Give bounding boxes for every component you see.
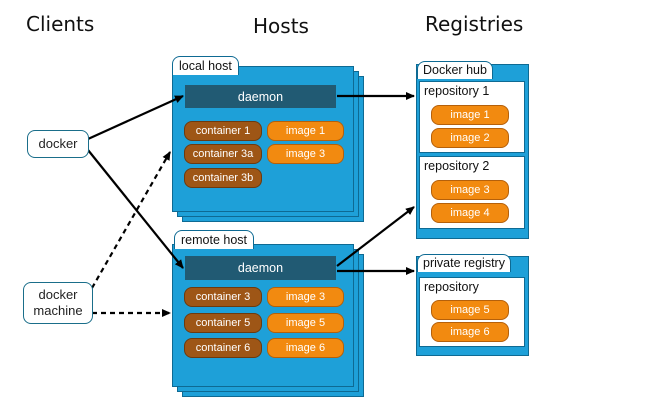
- private-repo-image-6: image 6: [431, 322, 509, 342]
- local-image-1: image 1: [267, 121, 344, 141]
- remote-image-3: image 3: [267, 287, 344, 307]
- docker-machine-label-line2: machine: [33, 303, 83, 318]
- docker-client-label: docker: [38, 136, 78, 151]
- local-container-3b: container 3b: [184, 168, 262, 188]
- local-daemon: daemon: [185, 85, 336, 108]
- hub-repo1-image-1: image 1: [431, 105, 509, 125]
- docker-hub-label: Docker hub: [417, 61, 493, 79]
- docker-client: docker: [27, 130, 89, 158]
- remote-host-label: remote host: [174, 230, 255, 249]
- remote-container-5: container 5: [184, 313, 262, 333]
- docker-machine-label-line1: docker: [38, 287, 78, 302]
- hub-repo2-image-4: image 4: [431, 203, 509, 223]
- local-container-1: container 1: [184, 121, 262, 141]
- remote-container-6: container 6: [184, 338, 262, 358]
- remote-daemon: daemon: [185, 256, 336, 280]
- hub-repo2-image-3: image 3: [431, 180, 509, 200]
- docker-to-remote-daemon-arrow: [87, 149, 184, 269]
- local-host-label: local host: [172, 56, 239, 75]
- private-repository-label: repository: [424, 280, 479, 294]
- hosts-heading: Hosts: [253, 14, 309, 38]
- local-container-3a: container 3a: [184, 144, 262, 164]
- private-repo-image-5: image 5: [431, 300, 509, 320]
- docker-machine-to-local-host-arrow: [91, 151, 171, 289]
- repository-2-label: repository 2: [424, 159, 490, 173]
- clients-heading: Clients: [26, 12, 95, 36]
- remote-image-5: image 5: [267, 313, 344, 333]
- registries-heading: Registries: [425, 12, 524, 36]
- docker-machine-client: docker machine: [23, 282, 93, 324]
- docker-to-local-daemon-arrow: [87, 94, 184, 141]
- local-image-3: image 3: [267, 144, 344, 164]
- remote-container-3: container 3: [184, 287, 262, 307]
- repository-1-label: repository 1: [424, 84, 490, 98]
- remote-image-6: image 6: [267, 338, 344, 358]
- hub-repo1-image-2: image 2: [431, 128, 509, 148]
- private-registry-label: private registry: [417, 254, 511, 272]
